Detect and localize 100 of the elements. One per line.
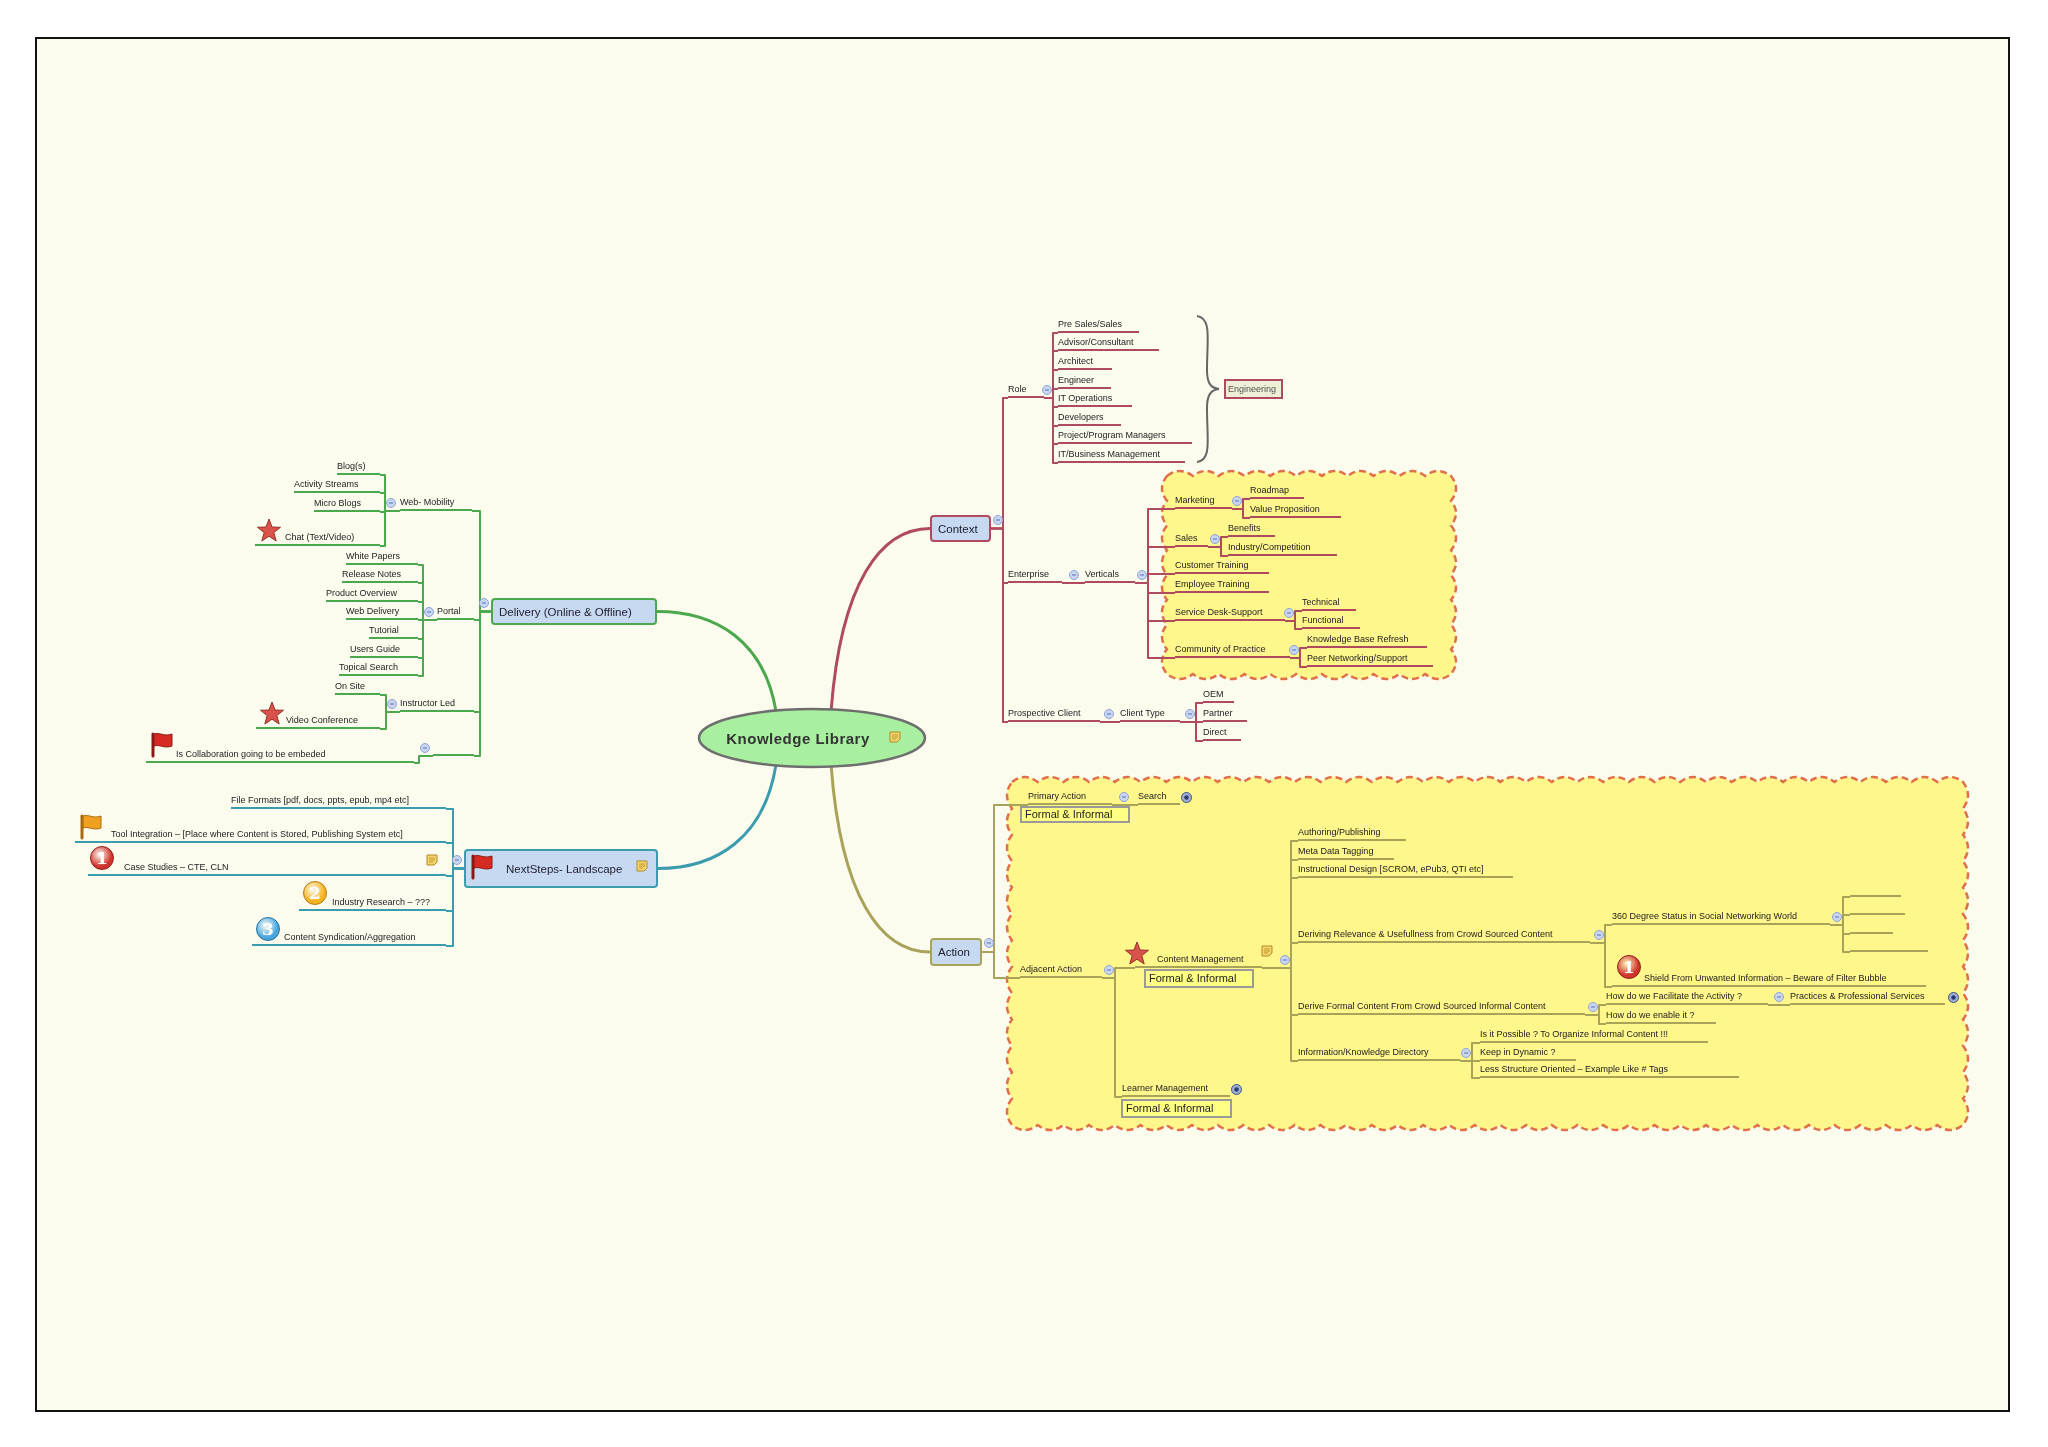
topic-underline [1298,826,1406,841]
topic-underline [1480,1046,1576,1061]
topic-underline [1250,484,1304,499]
topic-text: Deriving Relevance & Usefullness from Crowd Sourced Content [1298,928,1553,940]
topic-underline [337,460,380,475]
topic-text: Authoring/Publishing [1298,826,1381,838]
branch-line [1134,582,1176,659]
topic-underline [1298,1046,1460,1061]
topic-text: Architect [1058,355,1093,367]
topic-text: Functional [1302,614,1344,626]
topic-underline [1250,503,1341,518]
topic-text: Is Collaboration going to be embeded [176,748,326,760]
topic-text: Topical Search [339,661,399,673]
topic-underline [400,496,472,511]
branch-line [1284,620,1303,630]
topic-underline [1175,578,1269,593]
topic-underline [1480,1063,1739,1078]
topic-text: On Site [335,680,365,692]
topic-underline [1058,411,1121,426]
topic-text: Peer Networking/Support [1307,652,1408,664]
topic-text: NextSteps- Landscape [506,862,623,875]
topic-underline [1138,790,1180,805]
topic-text: Marketing [1175,494,1215,506]
topic-text: Project/Program Managers [1058,429,1166,441]
topic-underline [314,497,380,512]
topic-text: Is it Possible ? To Organize Informal Content !!! [1480,1028,1668,1040]
topic-text: Practices & Professional Services [1790,990,1925,1002]
topic-text: Delivery (Online & Offline) [499,605,632,618]
topic-text: Service Desk-Support [1175,606,1263,618]
topic-text: Shield From Unwanted Information – Beware of Filter Bubble [1644,972,1887,984]
topic-underline [1175,532,1208,547]
topic-underline [1307,652,1433,667]
topic-text: White Papers [346,550,401,562]
branch-line [1589,942,1613,988]
topic-text: Technical [1302,596,1340,608]
topic-text: Blog(s) [337,460,366,472]
topic-text: How do we Facilitate the Activity ? [1606,990,1743,1002]
topic-underline [1228,522,1275,537]
branch-curve [656,610,778,711]
topic-underline [342,568,418,583]
topic-text: Action [938,946,970,958]
topic-text: Tool Integration – [Place where Content is Stored, Publishing System etc] [111,828,403,840]
topic-text: 360 Degree Status in Social Networking World [1612,910,1797,922]
topic-text: Engineer [1058,374,1095,386]
topic-text: File Formats [pdf, docs, ppts, epub, mp4 etc] [231,794,410,806]
topic-underline [1298,928,1590,943]
topic-underline [1302,596,1356,611]
topic-underline [1298,845,1394,860]
topic-underline [1122,1082,1230,1097]
branch-line [1099,721,1121,723]
topic-text: Tutorial [369,624,399,636]
topic-text: Value Proposition [1250,503,1320,515]
topic-text: Web- Mobility [400,496,455,508]
topic-text: Less Structure Oriented – Example Like # Tags [1480,1063,1668,1075]
branch-curve [829,766,931,954]
branch-line [1061,582,1086,584]
topic-text: Community of Practice [1175,643,1266,655]
topic-underline [369,624,418,639]
topic-text: Case Studies – CTE, CLN [124,861,229,873]
topic-text: Verticals [1085,568,1119,580]
branch-line [1289,657,1308,668]
topic-text: IT/Business Management [1058,448,1161,460]
topic-text: Knowledge Base Refresh [1307,633,1409,645]
topic-underline [400,697,474,712]
topic-text: Product Overview [326,587,398,599]
topic-text: Content Syndication/Aggregation [284,931,416,943]
central-topic [697,707,927,769]
topic-text: Prospective Client [1008,707,1081,719]
topic-text: Developers [1058,411,1104,423]
topic-text: Industry Research – ??? [332,896,431,908]
topic-underline [1203,688,1234,703]
branch-line [473,610,492,757]
branch-line [1207,546,1229,557]
topic-underline [1302,614,1360,629]
topic-underline [1175,606,1285,621]
topic-text: Meta Data Tagging [1298,845,1374,857]
boundary-cloud [1004,774,1971,1133]
topic-text: Knowledge Library [726,729,870,747]
topic-text: Video Conference [286,714,358,726]
topic-text: Micro Blogs [314,497,361,509]
topic-text: Employee Training [1175,578,1250,590]
topic-underline [1612,910,1830,925]
topic-text: Keep in Dynamic ? [1480,1046,1556,1058]
summary-box [1224,379,1283,399]
topic-underline [146,748,414,763]
topic-underline [1480,1028,1708,1043]
topic-underline [1008,707,1100,722]
topic-underline [1058,374,1111,389]
topic-underline [1058,392,1132,407]
topic-underline [1175,559,1269,574]
topic-underline [1307,633,1427,648]
topic-text: Client Type [1120,707,1165,719]
branch-line [413,755,434,764]
topic-text: Search [1138,790,1167,802]
main-topic-box [930,515,991,542]
boundary-cloud [1159,468,1459,682]
topic-text: Roadmap [1250,484,1290,496]
topic-underline [1203,707,1247,722]
topic-underline [1175,494,1232,509]
topic-underline [1058,336,1159,351]
